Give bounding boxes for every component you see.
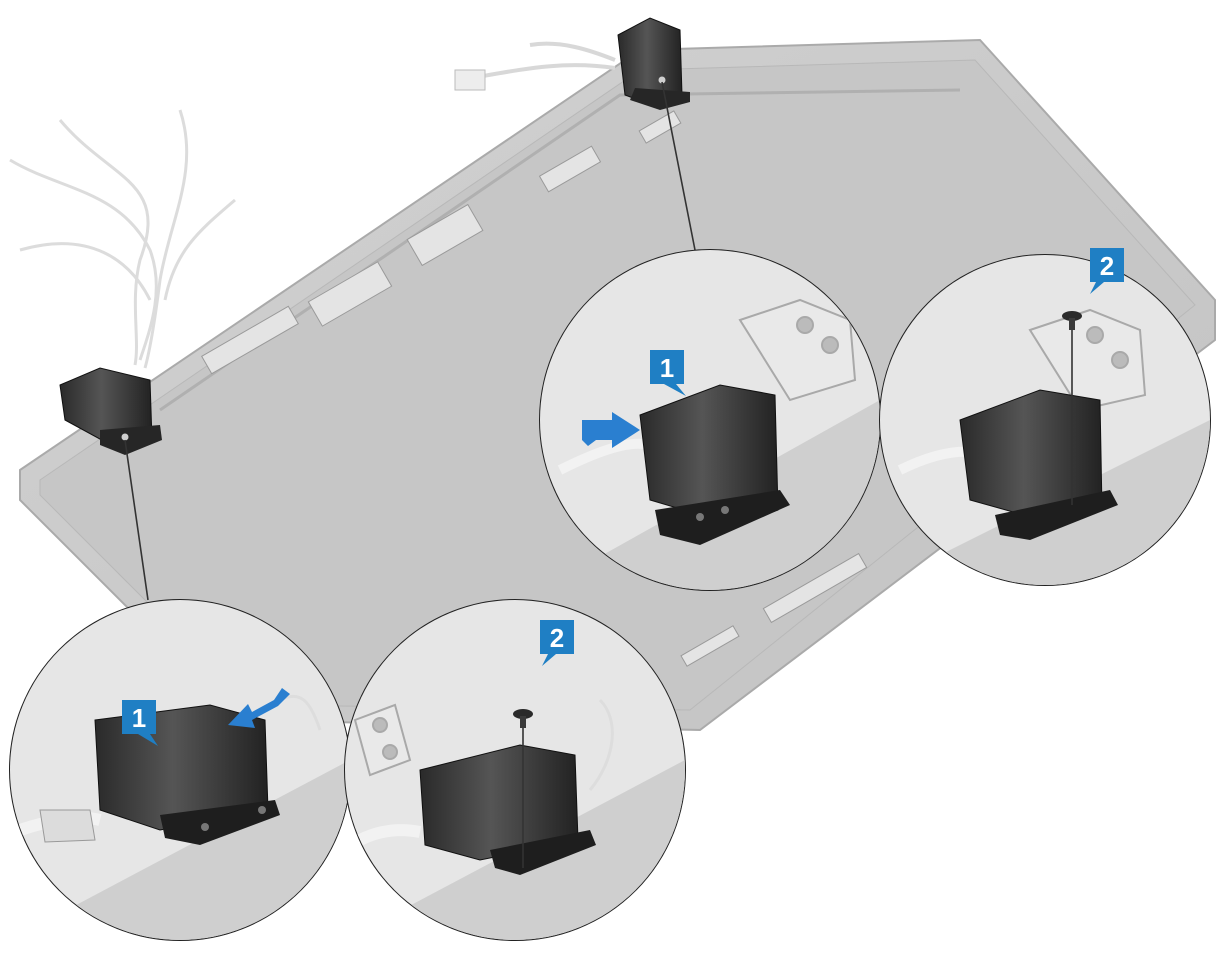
- hinge-cap-icon: [618, 18, 690, 110]
- detail-view-bottom-step-1: [10, 600, 350, 940]
- detail-view-bottom-step-2: [345, 600, 685, 940]
- callout-label: 1: [660, 353, 674, 383]
- callout-label: 2: [550, 623, 564, 653]
- callout-label: 1: [132, 703, 146, 733]
- callout-label: 2: [1100, 251, 1114, 281]
- detail-view-top-step-2: [880, 255, 1210, 585]
- top-cable-connector: [455, 70, 485, 90]
